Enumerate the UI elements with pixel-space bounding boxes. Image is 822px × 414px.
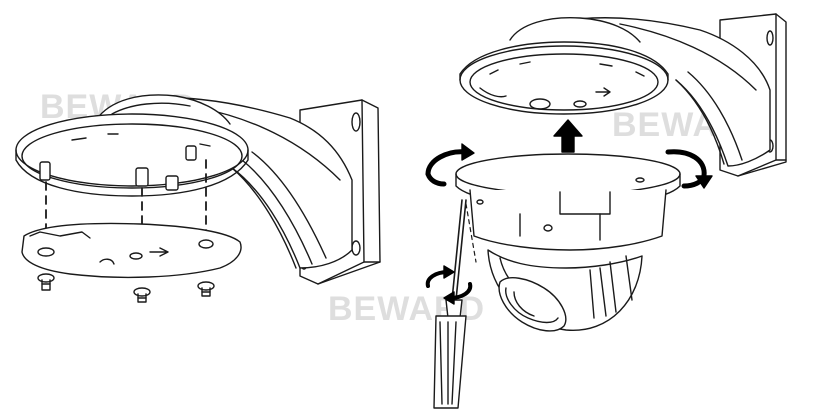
mounting-plate [21,222,242,279]
bracket-dome-right [509,17,641,43]
rotate-arrow-left [425,143,475,187]
rotate-arrow-screwdriver [425,265,473,305]
left-assembly [15,94,381,303]
screw-2 [133,287,151,303]
screwdriver [433,199,477,409]
bracket-arm-left [119,96,353,269]
camera-lens [498,277,567,332]
right-assembly [425,13,787,409]
bracket-rim-left [15,113,249,197]
bracket-rim-right [459,41,669,115]
bracket-arm-right [555,17,771,167]
screw-1 [37,273,55,291]
screw-3 [197,281,215,297]
rotate-arrow-right [665,149,713,189]
camera-housing [455,153,681,251]
up-arrow [553,119,583,153]
